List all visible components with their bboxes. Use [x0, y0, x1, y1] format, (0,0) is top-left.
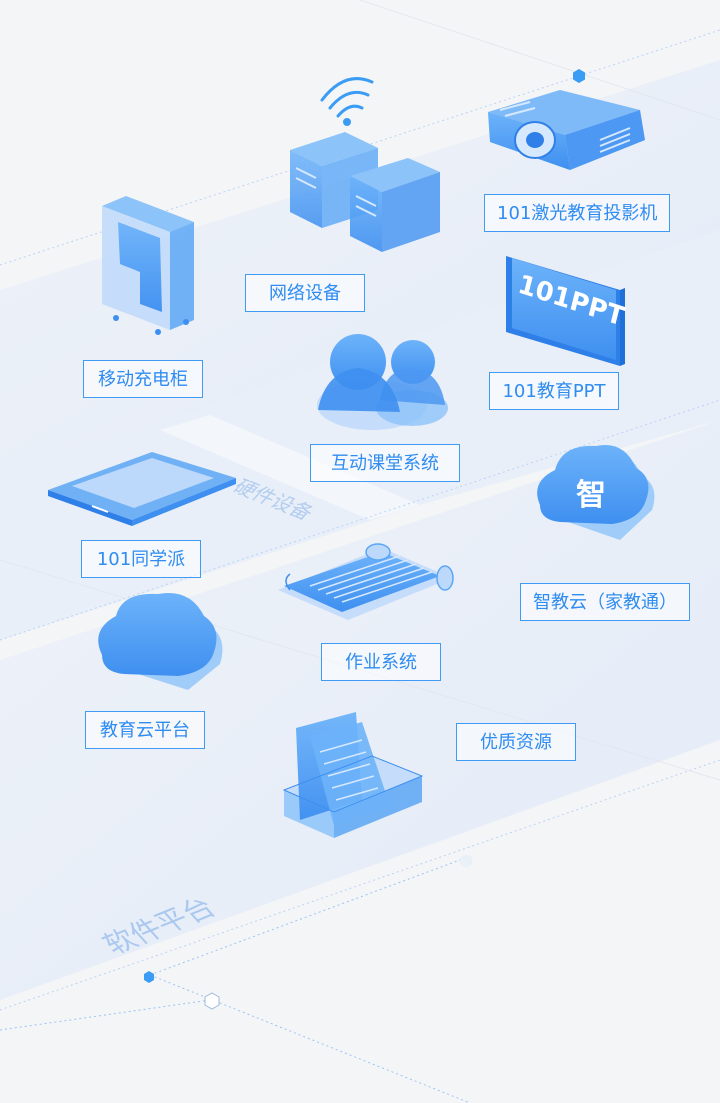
people-icon	[317, 334, 448, 430]
tablet-icon	[48, 452, 236, 526]
label-homework: 作业系统	[321, 643, 441, 681]
ppt-board-icon	[506, 256, 625, 366]
label-projector: 101激光教育投影机	[484, 194, 671, 232]
node-dot	[460, 854, 472, 868]
label-charging-cabinet: 移动充电柜	[83, 360, 203, 398]
label-resources: 优质资源	[456, 723, 576, 761]
smart-cloud-icon-text: 智	[576, 478, 606, 513]
hardware-inner-strip	[160, 415, 420, 520]
resource-box-icon	[282, 712, 424, 838]
node-dot	[144, 971, 154, 983]
label-edu-cloud: 教育云平台	[85, 711, 205, 749]
server-wifi-icon	[290, 77, 440, 252]
label-ppt: 101教育PPT	[489, 372, 619, 410]
projector-icon	[488, 90, 645, 170]
scroll-icon	[278, 543, 454, 620]
node-dot	[204, 992, 220, 1010]
label-network: 网络设备	[245, 274, 365, 312]
node-dot	[573, 69, 585, 83]
cabinet-icon	[102, 196, 194, 335]
cloud-icon	[537, 444, 655, 540]
software-platform	[0, 420, 720, 1000]
label-interactive: 互动课堂系统	[310, 444, 460, 482]
label-tablet: 101同学派	[81, 540, 201, 578]
label-smart-cloud: 智教云（家教通）	[520, 583, 690, 621]
cloud-icon	[98, 592, 223, 690]
